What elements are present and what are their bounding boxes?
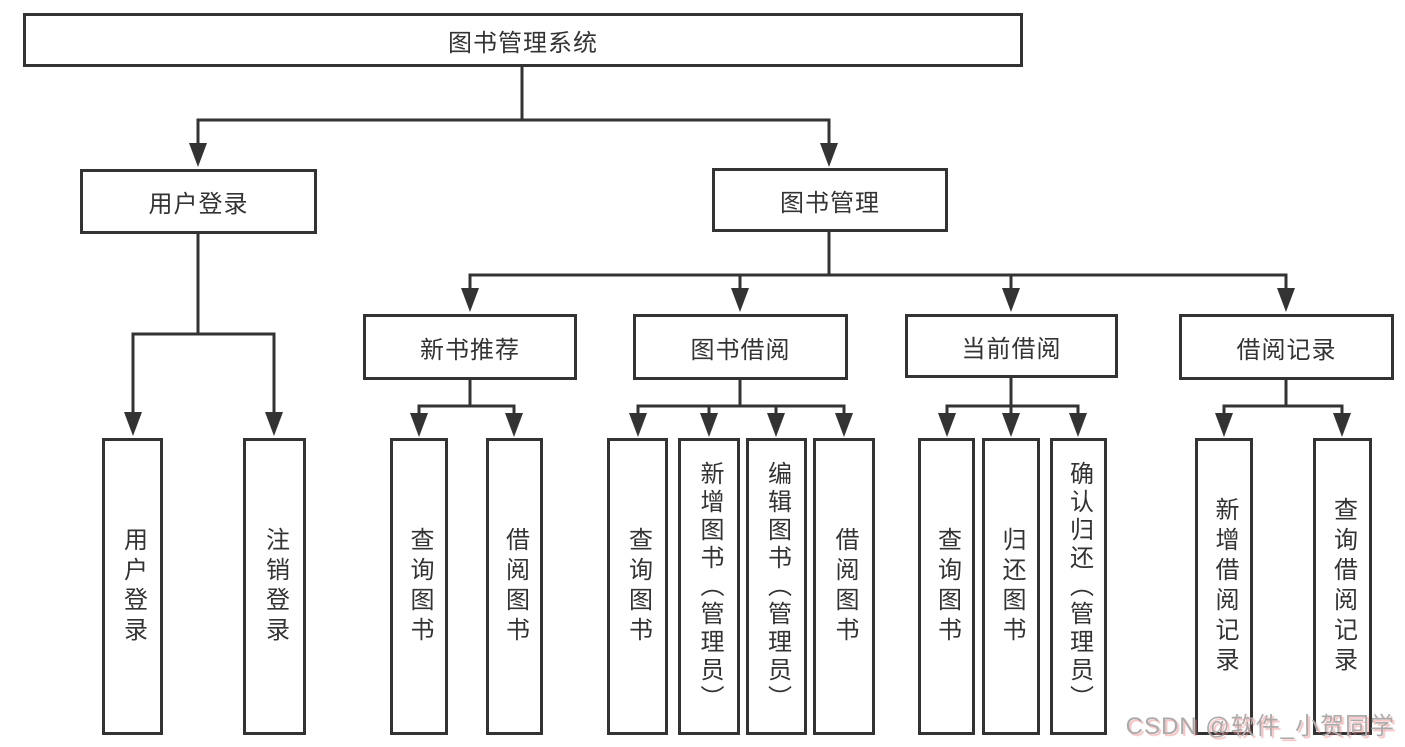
leaf-logout: 注销登录 [243,438,306,735]
leaf-borrow-books-2: 借阅图书 [813,438,875,735]
leaf-add-book-admin-label: 新增图书（管理员） [696,460,723,713]
node-book-borrow: 图书借阅 [633,314,848,380]
leaf-confirm-return-admin: 确认归还（管理员） [1050,438,1107,735]
leaf-query-books-2: 查询图书 [607,438,668,735]
node-root-label: 图书管理系统 [448,29,598,57]
leaf-return-books: 归还图书 [982,438,1040,735]
node-user-login-label: 用户登录 [148,191,249,218]
csdn-watermark: CSDN @软件_小贺同学 [1125,713,1395,740]
leaf-logout-label: 注销登录 [261,526,289,647]
node-current-borrow: 当前借阅 [905,314,1118,378]
leaf-user-login: 用户登录 [102,438,163,735]
leaf-query-books-1-label: 查询图书 [406,526,433,647]
node-new-book-recommend: 新书推荐 [363,314,577,380]
leaf-borrow-books-2-label: 借阅图书 [831,526,858,647]
leaf-query-books-2-label: 查询图书 [624,526,652,647]
leaf-query-books-3: 查询图书 [918,438,975,735]
leaf-add-book-admin: 新增图书（管理员） [678,438,740,735]
leaf-add-borrow-record: 新增借阅记录 [1195,438,1253,735]
leaf-user-login-label: 用户登录 [119,526,147,647]
leaf-query-books-1: 查询图书 [390,438,448,735]
leaf-edit-book-admin: 编辑图书（管理员） [746,438,807,735]
arrowheads [124,143,1351,437]
leaf-edit-book-admin-label: 编辑图书（管理员） [763,460,791,713]
leaf-borrow-books-1-label: 借阅图书 [501,526,529,647]
leaf-add-borrow-record-label: 新增借阅记录 [1211,496,1238,677]
leaf-query-books-3-label: 查询图书 [933,526,961,647]
node-root: 图书管理系统 [23,13,1023,67]
node-borrow-records: 借阅记录 [1179,314,1394,380]
node-new-book-recommend-label: 新书推荐 [420,336,520,364]
node-book-borrow-label: 图书借阅 [690,336,791,364]
leaf-return-books-label: 归还图书 [998,526,1025,647]
leaf-confirm-return-admin-label: 确认归还（管理员） [1065,460,1093,713]
node-user-login: 用户登录 [80,169,317,234]
node-book-management: 图书管理 [712,168,948,232]
leaf-borrow-books-1: 借阅图书 [486,438,543,735]
node-current-borrow-label: 当前借阅 [961,335,1062,363]
node-book-management-label: 图书管理 [780,189,880,217]
leaf-query-borrow-record: 查询借阅记录 [1313,438,1372,735]
leaf-query-borrow-record-label: 查询借阅记录 [1329,496,1357,677]
node-borrow-records-label: 借阅记录 [1236,336,1337,364]
